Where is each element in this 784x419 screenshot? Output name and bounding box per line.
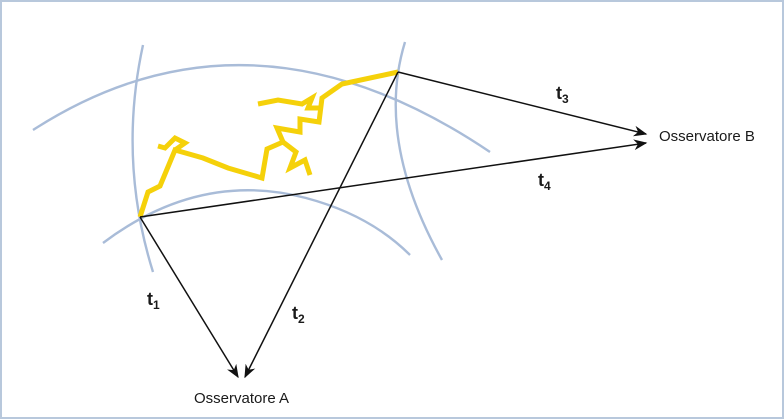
wavefronts [32, 41, 491, 273]
lightning-branch-top [257, 92, 322, 111]
lightning-branch-top-left [157, 134, 190, 153]
wavefront-arc-lower [102, 189, 411, 256]
wavefront-arc-left [131, 44, 155, 273]
lightning-bolt [137, 69, 399, 218]
wavefront-arc-large [32, 63, 491, 153]
time-label-t1: t1 [147, 289, 160, 312]
arrow-t4 [139, 139, 648, 218]
observer-b-label: Osservatore B [659, 128, 755, 145]
time-label-t2: t2 [292, 303, 305, 326]
time-label-t3: t3 [556, 83, 569, 106]
observer-a-label: Osservatore A [194, 390, 289, 407]
arrow-t3 [397, 71, 648, 137]
wavefront-arc-right [394, 41, 444, 261]
arrow-t2 [244, 71, 399, 379]
signal-arrows [139, 71, 648, 379]
arrow-t1 [139, 216, 239, 379]
lightning-branch-right [281, 140, 313, 176]
time-label-t4: t4 [538, 170, 551, 193]
